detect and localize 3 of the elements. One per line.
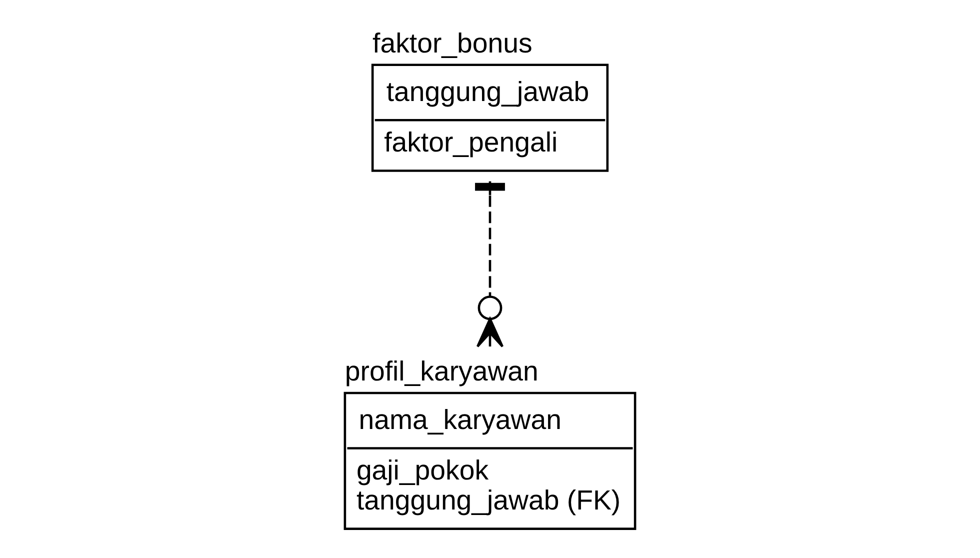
node-label: faktor_bonus [372, 27, 532, 58]
connector [475, 181, 505, 348]
node-label: profil_karyawan [344, 356, 538, 387]
